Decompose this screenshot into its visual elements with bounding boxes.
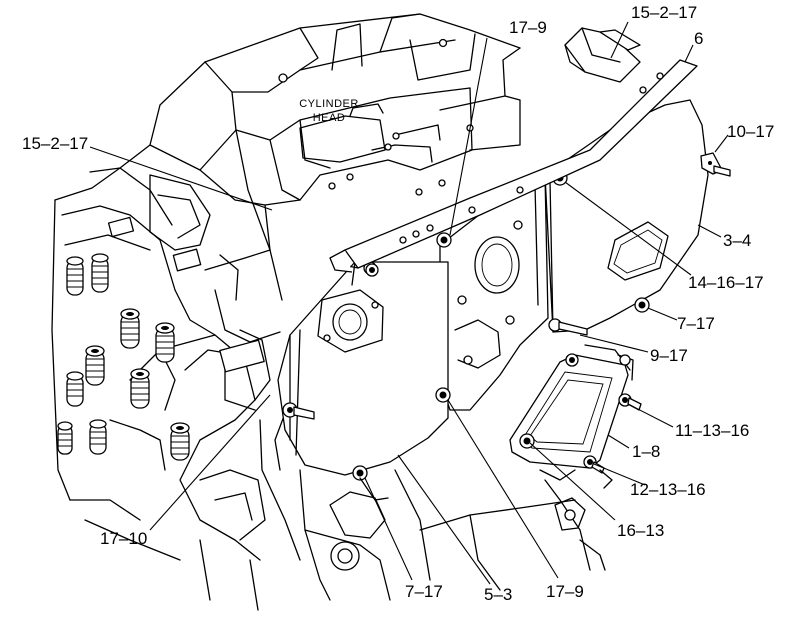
front-gear-cover	[277, 261, 451, 501]
callout-label-c2: 17–9	[509, 18, 547, 37]
cylinder-head-label-line2: HEAD	[313, 112, 346, 124]
valve-springs	[57, 253, 190, 461]
leader-c2	[449, 37, 488, 236]
leader-c17	[447, 399, 559, 579]
leader-c4	[684, 44, 694, 63]
valve-train-area	[51, 167, 301, 561]
callout-label-c15: 7–17	[405, 582, 443, 601]
callout-label-c5: 10–17	[727, 122, 774, 141]
callout-label-c11: 1–8	[632, 442, 660, 461]
leader-c13	[529, 442, 616, 521]
right-timing-cover	[544, 99, 731, 336]
callout-label-c14: 17–10	[100, 529, 147, 548]
leader-c5	[714, 134, 729, 153]
callout-label-c8: 7–17	[677, 314, 715, 333]
leader-c7	[564, 181, 692, 276]
callout-label-c7: 14–16–17	[688, 273, 764, 292]
leader-c3	[610, 21, 629, 59]
callout-label-c3: 15–2–17	[631, 3, 697, 22]
callout-label-c13: 16–13	[617, 521, 664, 540]
leader-c6	[697, 224, 722, 238]
callout-label-c10: 11–13–16	[675, 421, 749, 440]
leader-c12	[593, 463, 646, 486]
callout-label-c1: 15–2–17	[22, 134, 88, 153]
leader-c8	[647, 307, 678, 321]
leader-c16	[397, 454, 491, 585]
callout-label-c16: 5–3	[484, 585, 512, 604]
leader-c9	[579, 334, 649, 353]
callout-label-c6: 3–4	[723, 231, 751, 250]
cylinder-head-label-line1: CYLINDER	[299, 98, 359, 110]
callout-label-c4: 6	[694, 29, 703, 48]
callout-leaders	[89, 21, 729, 585]
callout-labels: 15–2–17 17–9 15–2–17 6 10–17 3–4 14–16–1…	[22, 3, 774, 604]
lower-block	[199, 469, 606, 611]
cylinder-head-label: CYLINDER HEAD	[299, 98, 359, 124]
callout-label-c12: 12–13–16	[630, 480, 706, 499]
leader-c10	[629, 404, 674, 428]
small-access-cover	[509, 344, 642, 489]
leader-c15	[364, 477, 413, 581]
callout-label-c17: 17–9	[546, 582, 584, 601]
leader-c14	[149, 394, 271, 531]
leader-c11	[607, 434, 630, 449]
lifting-bracket	[329, 27, 698, 277]
timing-back-plate	[439, 171, 554, 411]
callout-label-c9: 9–17	[650, 346, 688, 365]
leader-c1	[89, 146, 273, 211]
